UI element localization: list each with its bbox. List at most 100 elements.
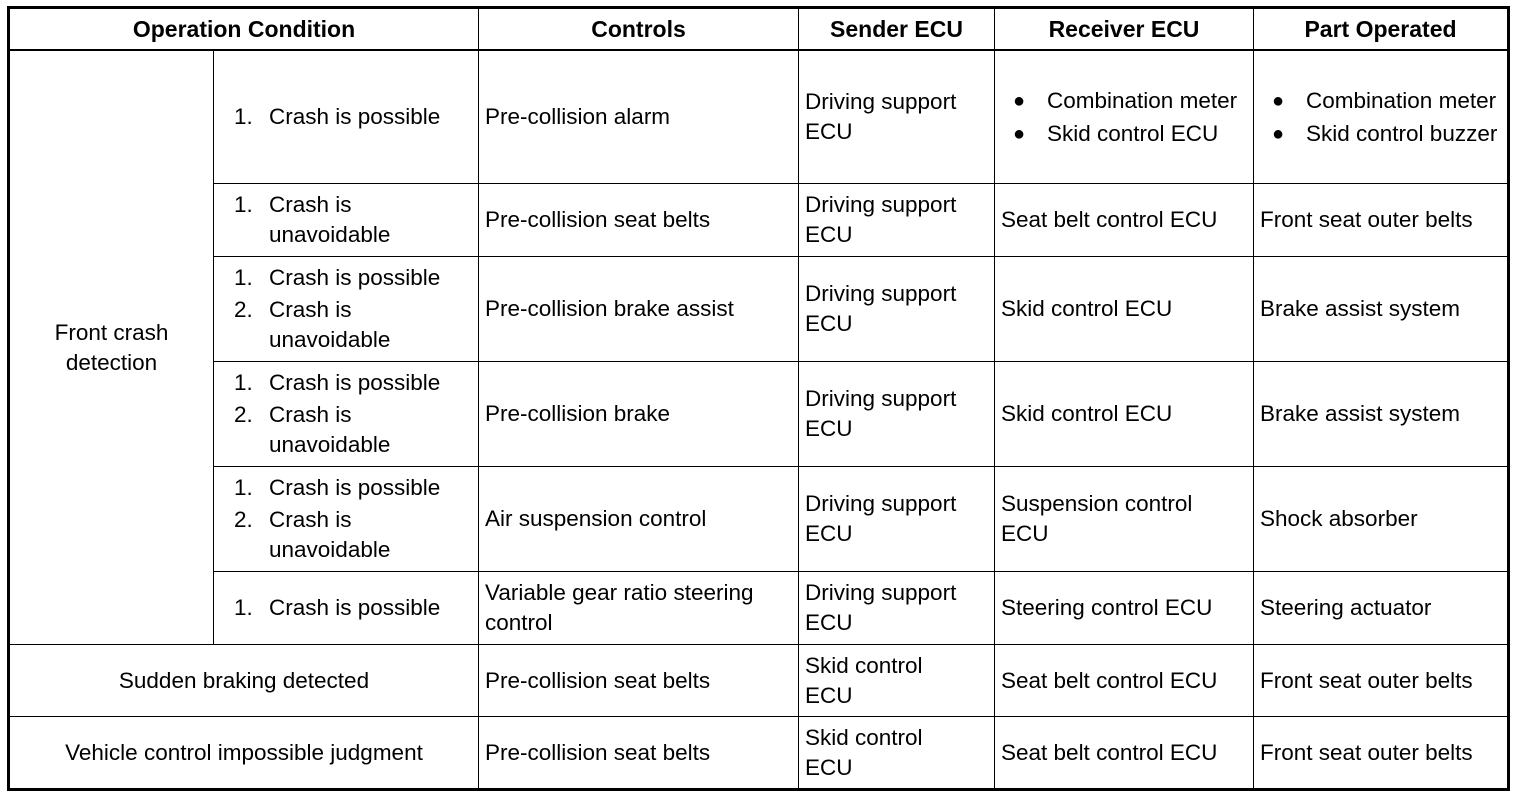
sender-line2: ECU [805,610,853,635]
bullet-icon: ● [1272,122,1285,145]
part-item-text: Skid control buzzer [1306,120,1498,146]
condition-item: 1. Crash is possible [214,473,478,503]
condition-list: 1. Crash is possible 2. Crash is unavoid… [214,473,478,565]
condition-item: 1. Crash is possible [214,263,478,293]
condition-item: 2. Crash is unavoidable [214,295,478,355]
sender-ecu-cell: Driving support ECU [798,183,995,257]
sender-line2: ECU [805,521,853,546]
condition-list: 1. Crash is possible 2. Crash is unavoid… [214,368,478,460]
condition-number: 1. [234,104,253,129]
condition-list: 1. Crash is unavoidable [214,190,478,250]
front-crash-label-line1: Front crash [54,319,169,345]
table-row: Front crash detection 1. Crash is possib… [8,49,1509,645]
condition-text: Crash is possible [269,265,441,290]
part-operated-cell: Front seat outer belts [1253,183,1509,257]
table-row: 1. Crash is unavoidable Pre-collision se… [9,183,1509,257]
control-text: Pre-collision seat belts [485,667,711,693]
condition-number: 1. [234,595,253,620]
bullet-icon: ● [1013,89,1026,112]
table-row: Vehicle control impossible judgment Pre-… [8,716,1509,790]
part-text: Front seat outer belts [1260,667,1473,693]
receiver-item: ● Skid control ECU [995,119,1253,149]
sender-line2: ECU [805,682,853,708]
receiver-item-text: Skid control ECU [1047,120,1219,146]
part-text: Front seat outer belts [1260,739,1473,765]
part-item: ● Skid control buzzer [1254,119,1507,149]
part-text: Front seat outer belts [1260,207,1473,232]
control-text: Pre-collision seat belts [485,739,711,765]
condition-cell: 1. Crash is unavoidable [213,183,479,257]
part-operated-cell: ● Combination meter ● Skid control buzze… [1253,49,1509,184]
condition-list: 1. Crash is possible [214,102,478,132]
control-cell: Pre-collision seat belts [478,183,799,257]
condition-item: 1. Crash is possible [214,368,478,398]
control-cell: Variable gear ratio steering control [478,571,799,645]
condition-number: 2. [234,402,253,427]
receiver-text: Seat belt control ECU [1001,667,1218,693]
control-line2: control [485,610,553,635]
condition-text: Crash is unavoidable [269,192,391,247]
condition-text: Crash is possible [269,104,441,129]
receiver-ecu-cell: ● Combination meter ● Skid control ECU [994,49,1254,184]
condition-number: 2. [234,507,253,532]
receiver-list: ● Combination meter ● Skid control ECU [995,86,1253,149]
part-operated-cell: Shock absorber [1253,466,1509,572]
condition-cell: 1. Crash is possible [213,571,479,645]
condition-cell: 1. Crash is possible 2. Crash is unavoid… [213,466,479,572]
receiver-line1: Suspension control [1001,491,1193,516]
control-cell: Pre-collision seat belts [478,716,799,790]
part-list: ● Combination meter ● Skid control buzze… [1254,86,1507,149]
sender-line1: Driving support [805,386,957,411]
sender-ecu-cell: Skid control ECU [798,716,995,790]
header-sender-ecu: Sender ECU [798,7,995,51]
sender-line1: Driving support [805,281,957,306]
receiver-item: ● Combination meter [995,86,1253,116]
front-crash-label-line2: detection [65,349,158,375]
sender-ecu-cell: Skid control ECU [798,644,995,717]
condition-text: Crash is unavoidable [269,297,391,352]
receiver-text: Steering control ECU [1001,595,1213,620]
condition-number: 1. [234,192,253,217]
receiver-text: Seat belt control ECU [1001,739,1218,765]
sender-line2: ECU [805,222,853,247]
header-part-operated: Part Operated [1253,7,1509,51]
sender-line2: ECU [805,754,853,780]
header-operation-condition: Operation Condition [8,7,479,51]
receiver-ecu-cell: Skid control ECU [994,361,1254,467]
receiver-ecu-cell: Seat belt control ECU [994,183,1254,257]
receiver-ecu-cell: Skid control ECU [994,256,1254,362]
front-crash-detection-cell: Front crash detection [8,49,214,645]
condition-text: Crash is unavoidable [269,507,391,562]
receiver-text: Skid control ECU [1001,296,1173,321]
condition-cell: 1. Crash is possible 2. Crash is unavoid… [213,361,479,467]
condition-item: 2. Crash is unavoidable [214,400,478,460]
receiver-item-text: Combination meter [1047,87,1238,113]
control-line1: Variable gear ratio steering [485,580,754,605]
condition-item: 1. Crash is possible [214,102,478,132]
control-text: Air suspension control [485,506,707,531]
sender-ecu-cell: Driving support ECU [798,571,995,645]
part-text: Brake assist system [1260,296,1461,321]
part-operated-cell: Brake assist system [1253,361,1509,467]
part-operated-cell: Brake assist system [1253,256,1509,362]
part-operated-cell: Front seat outer belts [1253,716,1509,790]
condition-cell: 1. Crash is possible 2. Crash is unavoid… [213,256,479,362]
condition-text: Crash is possible [269,370,441,395]
part-item-text: Combination meter [1306,87,1497,113]
bullet-icon: ● [1272,89,1285,112]
sender-line1: Driving support [805,192,957,217]
sender-line1: Skid control [805,724,923,750]
part-text: Steering actuator [1260,595,1432,620]
condition-cell: 1. Crash is possible [213,49,479,184]
condition-item: 1. Crash is unavoidable [214,190,478,250]
header-receiver-ecu: Receiver ECU [994,7,1254,51]
condition-number: 1. [234,475,253,500]
control-text: Pre-collision brake [485,401,671,426]
sender-line1: Driving support [805,580,957,605]
control-text: Pre-collision brake assist [485,296,734,321]
condition-text: Crash is possible [269,475,441,500]
sender-line1: Driving support [805,491,957,516]
header-controls: Controls [478,7,799,51]
part-operated-cell: Steering actuator [1253,571,1509,645]
receiver-text: Seat belt control ECU [1001,207,1218,232]
